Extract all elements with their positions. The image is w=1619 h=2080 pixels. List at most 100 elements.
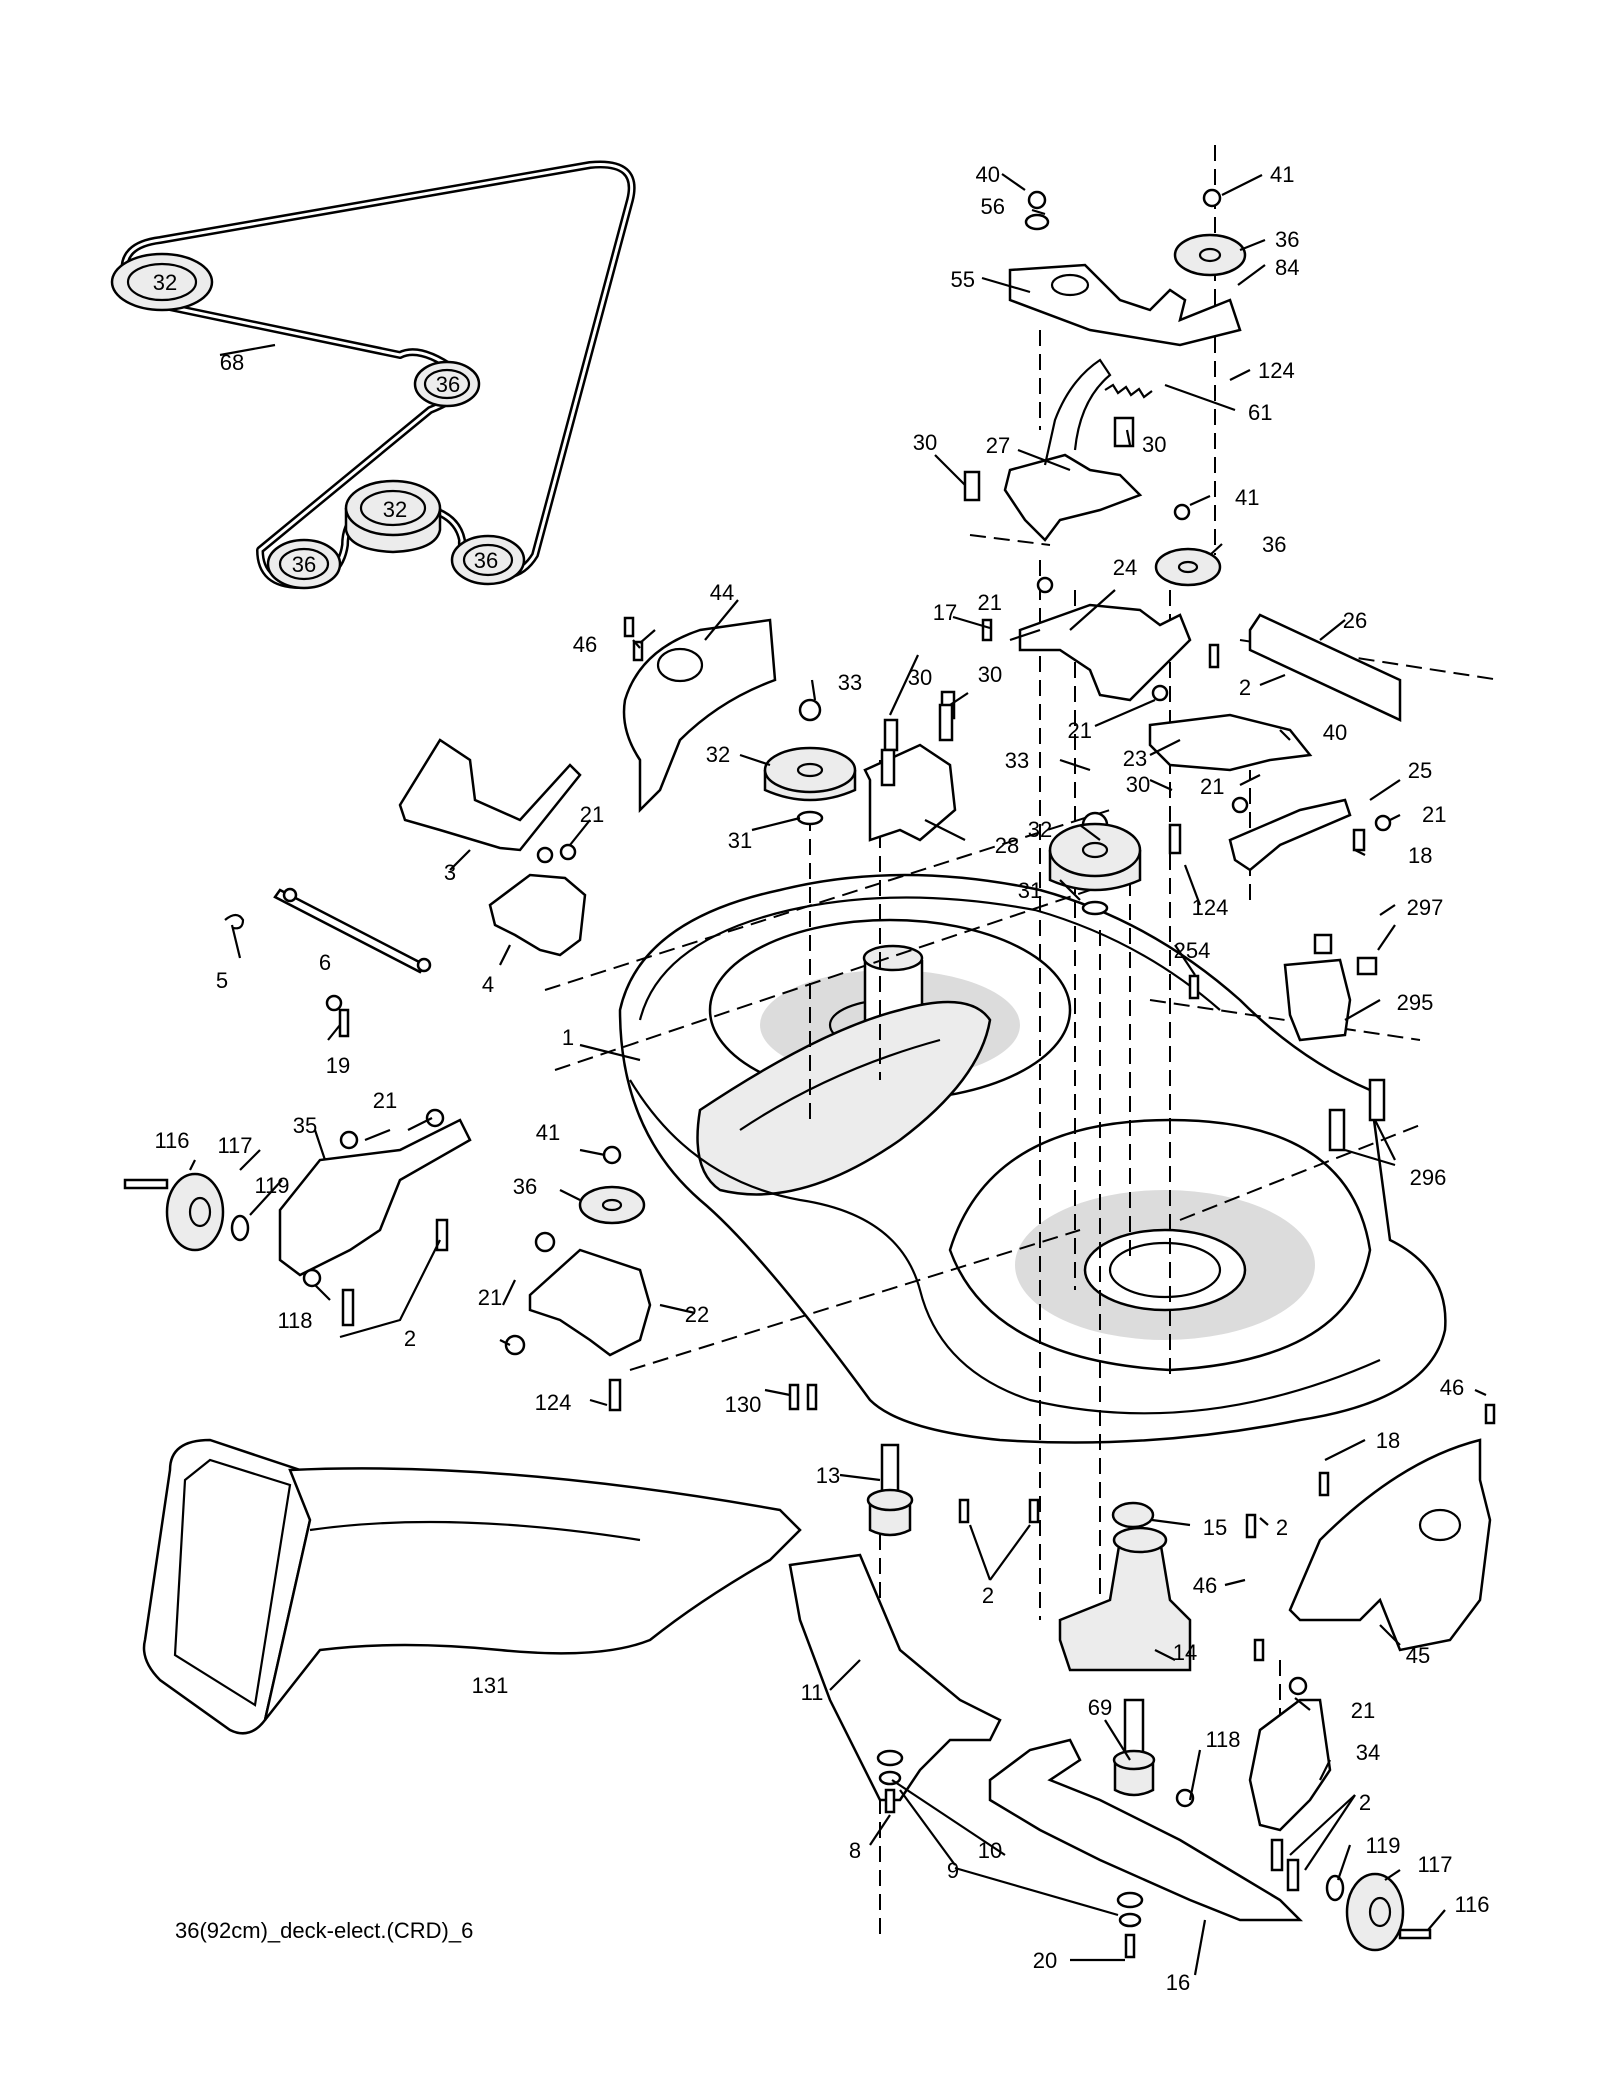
callout-2: 2 xyxy=(1276,1515,1288,1540)
callout-130: 130 xyxy=(725,1392,762,1417)
callout-6: 6 xyxy=(319,950,331,975)
callout-33: 33 xyxy=(838,670,862,695)
callout-21: 21 xyxy=(978,590,1002,615)
callout-9: 9 xyxy=(947,1858,959,1883)
callout-33: 33 xyxy=(1005,748,1029,773)
callout-14: 14 xyxy=(1173,1640,1197,1665)
callout-297: 297 xyxy=(1407,895,1444,920)
callout-31: 31 xyxy=(728,828,752,853)
callout-116: 116 xyxy=(1454,1892,1489,1917)
callout-40: 40 xyxy=(976,162,1000,187)
callout-36: 36 xyxy=(513,1174,537,1199)
callout-15: 15 xyxy=(1203,1515,1227,1540)
callout-131: 131 xyxy=(472,1673,509,1698)
callout-295: 295 xyxy=(1397,990,1434,1015)
callout-119: 119 xyxy=(254,1173,289,1198)
callout-2: 2 xyxy=(982,1583,994,1608)
callout-16: 16 xyxy=(1166,1970,1190,1995)
discharge-chute xyxy=(142,1438,802,1735)
callout-10: 10 xyxy=(978,1838,1002,1863)
callout-23: 23 xyxy=(1123,746,1147,771)
callout-40: 40 xyxy=(1323,720,1347,745)
belt-pulley-36-lower-left xyxy=(266,538,342,590)
callout-30: 30 xyxy=(1142,432,1166,457)
callout-22: 22 xyxy=(685,1302,709,1327)
callout-1: 1 xyxy=(562,1025,574,1050)
callout-56: 56 xyxy=(981,194,1005,219)
callout-labels: 68 40 41 56 36 84 55 124 61 30 30 27 41 … xyxy=(154,162,1489,1995)
callout-4: 4 xyxy=(482,972,494,997)
callout-2: 2 xyxy=(404,1326,416,1351)
callout-17: 17 xyxy=(933,600,957,625)
callout-25: 25 xyxy=(1408,758,1432,783)
callout-30: 30 xyxy=(978,662,1002,687)
callout-84: 84 xyxy=(1275,255,1299,280)
callout-41: 41 xyxy=(536,1120,560,1145)
callout-13: 13 xyxy=(816,1463,840,1488)
callout-2: 2 xyxy=(1239,675,1251,700)
callout-118: 118 xyxy=(1205,1727,1240,1752)
belt-pulley-label: 36 xyxy=(436,372,460,397)
callout-46: 46 xyxy=(573,632,597,657)
callout-296: 296 xyxy=(1410,1165,1447,1190)
callout-117: 117 xyxy=(217,1133,252,1158)
callout-30: 30 xyxy=(908,665,932,690)
mower-deck-housing xyxy=(544,145,1501,1940)
callout-30: 30 xyxy=(913,430,937,455)
callout-61: 61 xyxy=(1248,400,1272,425)
callout-3: 3 xyxy=(444,860,456,885)
callout-18: 18 xyxy=(1408,843,1432,868)
callout-5: 5 xyxy=(216,968,228,993)
callout-leader-lines xyxy=(189,173,1487,1976)
callout-124: 124 xyxy=(1258,358,1295,383)
callout-34: 34 xyxy=(1356,1740,1380,1765)
callout-18: 18 xyxy=(1376,1428,1400,1453)
belt-pulley-32-center xyxy=(344,479,442,554)
callout-44: 44 xyxy=(710,580,734,605)
callout-31: 31 xyxy=(1018,878,1042,903)
callout-124: 124 xyxy=(535,1390,572,1415)
callout-68: 68 xyxy=(220,350,244,375)
callout-27: 27 xyxy=(986,433,1010,458)
belt-pulley-label: 36 xyxy=(474,548,498,573)
belt-pulley-32-left xyxy=(110,252,214,312)
callout-30: 30 xyxy=(1126,772,1150,797)
callout-124: 124 xyxy=(1192,895,1229,920)
callout-36: 36 xyxy=(1275,227,1299,252)
callout-55: 55 xyxy=(951,267,975,292)
callout-24: 24 xyxy=(1113,555,1137,580)
callout-254: 254 xyxy=(1174,938,1211,963)
callout-32: 32 xyxy=(706,742,730,767)
callout-41: 41 xyxy=(1270,162,1294,187)
belt-pulley-label: 36 xyxy=(292,552,316,577)
callout-20: 20 xyxy=(1033,1948,1057,1973)
callout-118: 118 xyxy=(277,1308,312,1333)
callout-21: 21 xyxy=(373,1088,397,1113)
callout-119: 119 xyxy=(1365,1833,1400,1858)
callout-8: 8 xyxy=(849,1838,861,1863)
callout-11: 11 xyxy=(801,1680,824,1705)
callout-46: 46 xyxy=(1440,1375,1464,1400)
lower-blade-parts xyxy=(788,1403,1496,1959)
callout-69: 69 xyxy=(1088,1695,1112,1720)
callout-2: 2 xyxy=(1359,1790,1371,1815)
belt-pulley-label: 32 xyxy=(383,497,407,522)
callout-36: 36 xyxy=(1262,532,1286,557)
callout-28: 28 xyxy=(995,833,1019,858)
belt-pulley-label: 32 xyxy=(153,270,177,295)
right-side-parts xyxy=(1188,933,1386,1152)
diagram-caption: 36(92cm)_deck-elect.(CRD)_6 xyxy=(175,1918,473,1943)
left-bracket-parts xyxy=(123,616,818,1412)
callout-116: 116 xyxy=(154,1128,189,1153)
callout-21: 21 xyxy=(1351,1698,1375,1723)
callout-46: 46 xyxy=(1193,1573,1217,1598)
callout-21: 21 xyxy=(478,1285,502,1310)
idler-bracket-assembly xyxy=(883,188,1402,872)
center-pulleys xyxy=(763,698,1182,916)
callout-45: 45 xyxy=(1406,1643,1430,1668)
callout-117: 117 xyxy=(1417,1852,1452,1877)
callout-32: 32 xyxy=(1028,817,1052,842)
callout-21: 21 xyxy=(1200,774,1224,799)
callout-21: 21 xyxy=(580,802,604,827)
